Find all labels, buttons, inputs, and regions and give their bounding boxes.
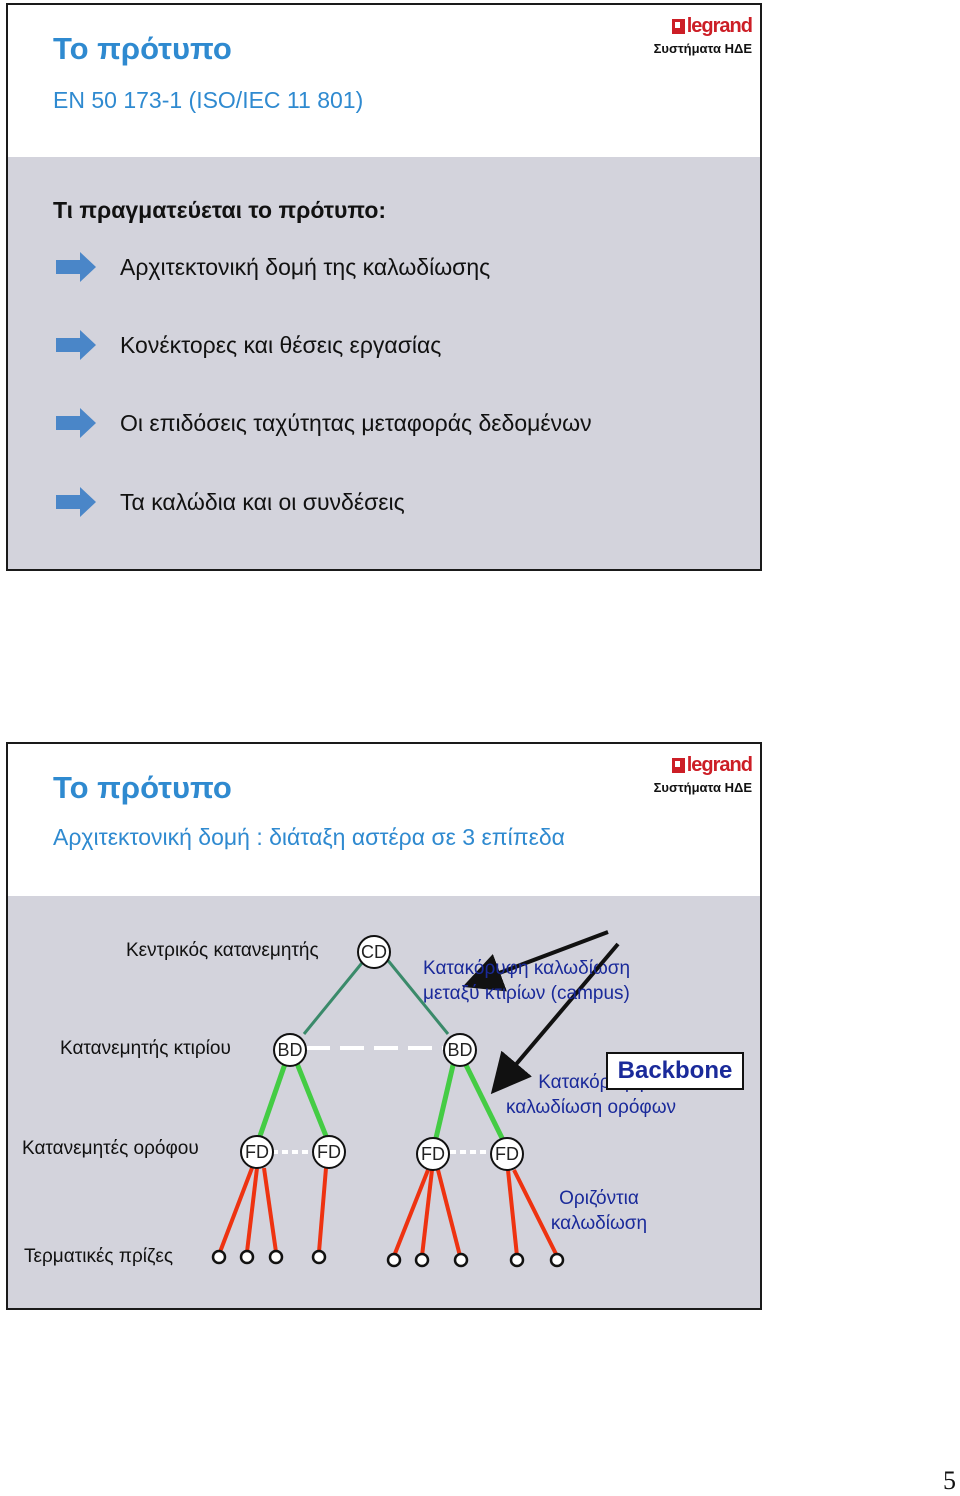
list-item-text: Αρχιτεκτονική δομή της καλωδίωσης — [120, 253, 491, 280]
campus-cabling-label: Κατακόρυφη καλωδίωση μεταξύ κτιρίων (cam… — [423, 958, 631, 1004]
fd-label: FD — [495, 1144, 519, 1164]
outlet-icon — [549, 1252, 565, 1268]
building-link — [433, 1060, 457, 1139]
logo-subtitle: Συστήματα ΗΔΕ — [653, 780, 752, 795]
horizontal-link — [392, 1169, 430, 1257]
horizontal-link — [420, 1169, 434, 1257]
backbone-arrow — [490, 942, 620, 1095]
outlet-icon — [239, 1249, 255, 1265]
star-topology-diagram: Κεντρικός κατανεμητής Κατανεμητής κτιρίο… — [8, 896, 760, 1308]
slide-subtitle: EN 50 173-1 (ISO/IEC 11 801) — [53, 87, 364, 113]
outlet-icon — [386, 1252, 402, 1268]
slide-header: Το πρότυπο EN 50 173-1 (ISO/IEC 11 801) … — [8, 5, 760, 157]
campus-link — [384, 957, 450, 1035]
slide-2: Το πρότυπο Αρχιτεκτονική δομή : διάταξη … — [6, 742, 762, 1310]
fd-node — [312, 1135, 346, 1169]
outlet-icon — [453, 1252, 469, 1268]
backbone-arrow — [462, 930, 609, 992]
horizontal-links — [218, 1167, 559, 1257]
section-heading: Τι πραγματεύεται το πρότυπο: — [53, 197, 387, 223]
logo-square-icon — [671, 19, 685, 34]
page-number: 5 — [943, 1466, 956, 1495]
logo-mark: legrand — [671, 754, 753, 777]
list-item: Τα καλώδια και οι συνδέσεις — [56, 484, 405, 520]
fd-node — [416, 1137, 450, 1171]
campus-link — [302, 957, 368, 1035]
building-link — [293, 1060, 329, 1137]
slide-1: Το πρότυπο EN 50 173-1 (ISO/IEC 11 801) … — [6, 3, 762, 571]
outlet-icon — [414, 1252, 430, 1268]
nodes — [240, 935, 524, 1171]
fd-label: FD — [421, 1144, 445, 1164]
list-item-text: Τα καλώδια και οι συνδέσεις — [120, 488, 405, 515]
slide-title: Το πρότυπο — [53, 770, 232, 805]
slide-subtitle: Αρχιτεκτονική δομή : διάταξη αστέρα σε 3… — [53, 824, 565, 850]
bd-label: BD — [277, 1040, 303, 1060]
arrow-right-icon — [56, 330, 96, 360]
logo-subtitle: Συστήματα ΗΔΕ — [653, 41, 752, 56]
horizontal-link — [512, 1169, 559, 1257]
horizontal-cabling-label: Οριζόντια καλωδίωση — [550, 1188, 648, 1234]
slide-header: Το πρότυπο Αρχιτεκτονική δομή : διάταξη … — [8, 744, 760, 896]
list-item: Κονέκτορες και θέσεις εργασίας — [56, 327, 441, 363]
bd-node — [273, 1033, 307, 1067]
fd-node — [240, 1135, 274, 1169]
list-item: Οι επιδόσεις ταχύτητας μεταφοράς δεδομέν… — [56, 405, 592, 441]
horizontal-link — [436, 1169, 462, 1257]
legrand-logo: legrand Συστήματα ΗΔΕ — [632, 754, 753, 796]
outlets-label: Τερματικές πρίζες — [24, 1246, 174, 1267]
diagram-canvas — [211, 930, 620, 1268]
slide-body: Κεντρικός κατανεμητής Κατανεμητής κτιρίο… — [8, 896, 760, 1308]
list-item-text: Κονέκτορες και θέσεις εργασίας — [120, 331, 442, 358]
cd-label: CD — [361, 942, 387, 962]
horizontal-link — [218, 1167, 254, 1253]
slide-title: Το πρότυπο — [53, 31, 232, 66]
horizontal-link — [506, 1169, 519, 1257]
slide-body: Τι πραγματεύεται το πρότυπο: Αρχιτεκτονι… — [8, 157, 760, 569]
horizontal-link — [245, 1167, 259, 1253]
arrow-right-icon — [56, 487, 96, 517]
outlet-icon — [268, 1249, 284, 1265]
bd-node — [443, 1033, 477, 1067]
arrow-right-icon — [56, 408, 96, 438]
outlets — [211, 1249, 565, 1268]
logo-square-icon — [671, 758, 685, 773]
floor-distributors-label: Κατανεμητές ορόφου — [22, 1138, 199, 1159]
building-link — [257, 1060, 289, 1137]
horizontal-link — [262, 1167, 278, 1253]
fd-node — [490, 1137, 524, 1171]
horizontal-link — [317, 1167, 328, 1253]
central-distributor-label: Κεντρικός κατανεμητής — [126, 940, 319, 961]
fd-label: FD — [317, 1142, 341, 1162]
list-item: Αρχιτεκτονική δομή της καλωδίωσης — [56, 249, 490, 285]
legrand-logo: legrand Συστήματα ΗΔΕ — [632, 15, 753, 57]
cd-node — [357, 935, 391, 969]
list-item-text: Οι επιδόσεις ταχύτητας μεταφοράς δεδομέν… — [120, 409, 592, 436]
building-distributor-label: Κατανεμητής κτιρίου — [60, 1038, 231, 1059]
outlet-icon — [509, 1252, 525, 1268]
outlet-icon — [211, 1249, 227, 1265]
backbone-label: Backbone — [606, 1052, 744, 1090]
fd-label: FD — [245, 1142, 269, 1162]
arrow-right-icon — [56, 252, 96, 282]
outlet-icon — [311, 1249, 327, 1265]
logo-mark: legrand — [671, 15, 753, 38]
building-link — [461, 1059, 505, 1140]
bd-label: BD — [447, 1040, 473, 1060]
